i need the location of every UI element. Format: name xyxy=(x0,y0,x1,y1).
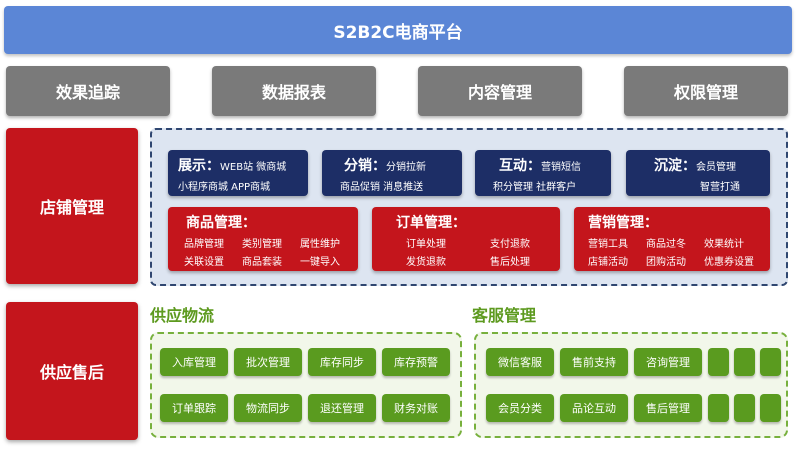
product-management-box[interactable]: 商品管理： 品牌管理 类别管理 属性维护 关联设置 商品套装 一键导入 xyxy=(168,207,358,271)
inventory-warning-button[interactable]: 库存预警 xyxy=(382,348,450,376)
marketing-item: 店铺活动 xyxy=(588,257,628,268)
order-item: 售后处理 xyxy=(490,257,530,268)
supply-logistics-title: 供应物流 xyxy=(150,306,215,325)
marketing-item: 营销工具 xyxy=(588,239,628,250)
interaction-line2: 积分管理 社群客户 xyxy=(493,182,577,193)
placeholder-pill[interactable] xyxy=(708,394,729,422)
placeholder-pill[interactable] xyxy=(708,348,729,376)
platform-title: S2B2C电商平台 xyxy=(4,6,792,54)
module-effect-tracking[interactable]: 效果追踪 xyxy=(6,66,170,116)
retention-line2: 智营打通 xyxy=(700,182,740,193)
placeholder-pill[interactable] xyxy=(760,348,781,376)
inquiry-management-button[interactable]: 咨询管理 xyxy=(634,348,702,376)
return-management-button[interactable]: 退还管理 xyxy=(308,394,376,422)
distribution-line1: 分销拉新 xyxy=(386,162,426,173)
marketing-item: 优惠券设置 xyxy=(704,257,754,268)
display-line2: 小程序商城 APP商城 xyxy=(178,182,271,193)
product-management-head: 商品管理： xyxy=(186,215,256,231)
distribution-box[interactable]: 分销： 分销拉新 商品促销 消息推送 xyxy=(322,150,462,196)
product-item: 一键导入 xyxy=(300,257,340,268)
order-tracking-button[interactable]: 订单跟踪 xyxy=(160,394,228,422)
order-management-box[interactable]: 订单管理： 订单处理 支付退款 发货退款 售后处理 xyxy=(372,207,560,271)
inbound-management-button[interactable]: 入库管理 xyxy=(160,348,228,376)
wechat-service-button[interactable]: 微信客服 xyxy=(486,348,554,376)
aftersale-management-button[interactable]: 售后管理 xyxy=(634,394,702,422)
retention-line1: 会员管理 xyxy=(696,162,736,173)
inventory-sync-button[interactable]: 库存同步 xyxy=(308,348,376,376)
order-item: 支付退款 xyxy=(490,239,530,250)
display-head: 展示： xyxy=(178,158,220,174)
order-management-head: 订单管理： xyxy=(396,215,466,231)
order-item: 订单处理 xyxy=(406,239,446,250)
order-item: 发货退款 xyxy=(406,257,446,268)
review-interaction-button[interactable]: 品论互动 xyxy=(560,394,628,422)
supply-aftersale-label: 供应售后 xyxy=(6,302,138,440)
module-permission-management[interactable]: 权限管理 xyxy=(624,66,788,116)
logistics-sync-button[interactable]: 物流同步 xyxy=(234,394,302,422)
marketing-management-head: 营销管理： xyxy=(588,215,658,231)
interaction-line1: 营销短信 xyxy=(541,162,581,173)
member-classification-button[interactable]: 会员分类 xyxy=(486,394,554,422)
placeholder-pill[interactable] xyxy=(734,394,755,422)
placeholder-pill[interactable] xyxy=(734,348,755,376)
product-item: 商品套装 xyxy=(242,257,282,268)
batch-management-button[interactable]: 批次管理 xyxy=(234,348,302,376)
product-item: 关联设置 xyxy=(184,257,224,268)
marketing-item: 效果统计 xyxy=(704,239,744,250)
store-management-label: 店铺管理 xyxy=(6,128,138,284)
distribution-line2: 商品促销 消息推送 xyxy=(340,182,424,193)
marketing-management-box[interactable]: 营销管理： 营销工具 商品过冬 效果统计 店铺活动 团购活动 优惠券设置 xyxy=(574,207,770,271)
product-item: 属性维护 xyxy=(300,239,340,250)
display-line1: WEB站 微商城 xyxy=(220,162,287,173)
product-item: 类别管理 xyxy=(242,239,282,250)
module-data-report[interactable]: 数据报表 xyxy=(212,66,376,116)
retention-head: 沉淀： xyxy=(654,158,696,174)
interaction-head: 互动： xyxy=(499,158,541,174)
display-box[interactable]: 展示： WEB站 微商城 小程序商城 APP商城 xyxy=(168,150,308,196)
presale-support-button[interactable]: 售前支持 xyxy=(560,348,628,376)
customer-service-title: 客服管理 xyxy=(472,306,537,325)
finance-reconciliation-button[interactable]: 财务对账 xyxy=(382,394,450,422)
module-content-management[interactable]: 内容管理 xyxy=(418,66,582,116)
placeholder-pill[interactable] xyxy=(760,394,781,422)
product-item: 品牌管理 xyxy=(184,239,224,250)
retention-box[interactable]: 沉淀： 会员管理 智营打通 xyxy=(626,150,770,196)
marketing-item: 商品过冬 xyxy=(646,239,686,250)
marketing-item: 团购活动 xyxy=(646,257,686,268)
distribution-head: 分销： xyxy=(344,158,386,174)
interaction-box[interactable]: 互动： 营销短信 积分管理 社群客户 xyxy=(475,150,611,196)
